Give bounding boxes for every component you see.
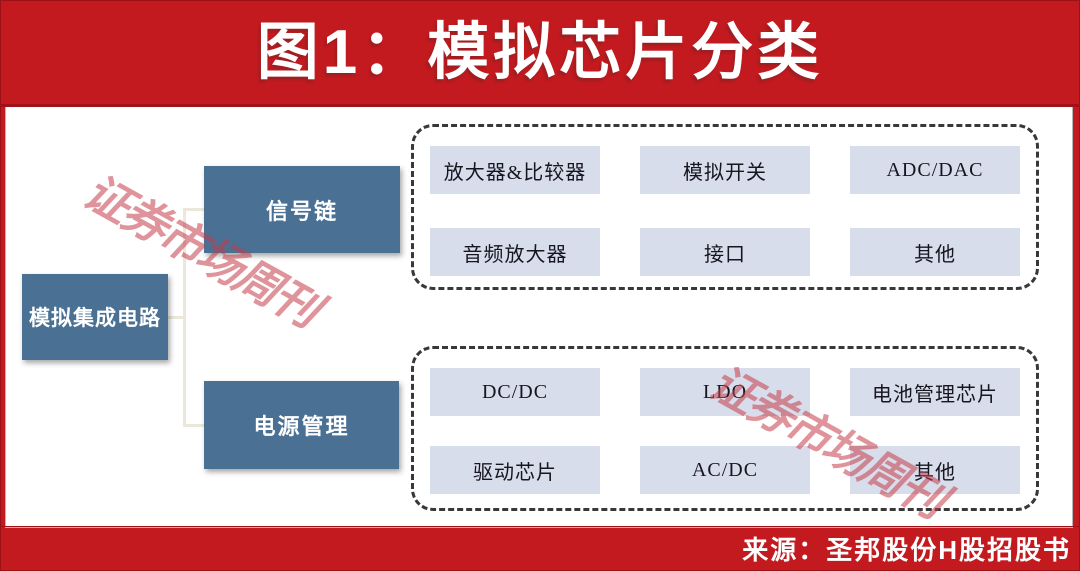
connector-line-signal: [185, 208, 205, 211]
node-label: 信号链: [265, 198, 338, 224]
leaf-analog-switch: 模拟开关: [640, 146, 810, 194]
figure-title: 图1：模拟芯片分类: [256, 17, 824, 87]
connector-line-trunk: [183, 208, 186, 427]
node-signal-chain: 信号链: [204, 166, 400, 253]
connector-line-root: [168, 316, 185, 319]
figure-footer: 来源：圣邦股份H股招股书: [1, 526, 1079, 570]
connector-line-power: [185, 424, 205, 427]
diagram-panel: 模拟集成电路 信号链 电源管理 放大器&比较器 模拟开关 ADC/DAC 音频放…: [5, 107, 1073, 528]
figure-header: 图1：模拟芯片分类: [1, 1, 1079, 107]
leaf-signal-other: 其他: [850, 228, 1020, 276]
leaf-ldo: LDO: [640, 368, 810, 416]
node-label: 模拟集成电路: [29, 307, 161, 330]
node-label: 电源管理: [253, 414, 350, 439]
leaf-battery-management: 电池管理芯片: [850, 368, 1020, 416]
leaf-dcdc: DC/DC: [430, 368, 600, 416]
source-text: 来源：圣邦股份H股招股书: [742, 535, 1071, 565]
leaf-adc-dac: ADC/DAC: [850, 146, 1020, 194]
group-power-management: DC/DC LDO 电池管理芯片 驱动芯片 AC/DC 其他: [411, 346, 1039, 511]
leaf-power-other: 其他: [850, 446, 1020, 494]
leaf-audio-amplifier: 音频放大器: [430, 228, 600, 276]
node-power-management: 电源管理: [204, 381, 399, 469]
leaf-acdc: AC/DC: [640, 446, 810, 494]
leaf-amplifier-comparator: 放大器&比较器: [430, 146, 600, 194]
leaf-driver-chip: 驱动芯片: [430, 446, 600, 494]
leaf-interface: 接口: [640, 228, 810, 276]
node-analog-ic: 模拟集成电路: [22, 274, 168, 360]
group-signal-chain: 放大器&比较器 模拟开关 ADC/DAC 音频放大器 接口 其他: [411, 124, 1039, 290]
